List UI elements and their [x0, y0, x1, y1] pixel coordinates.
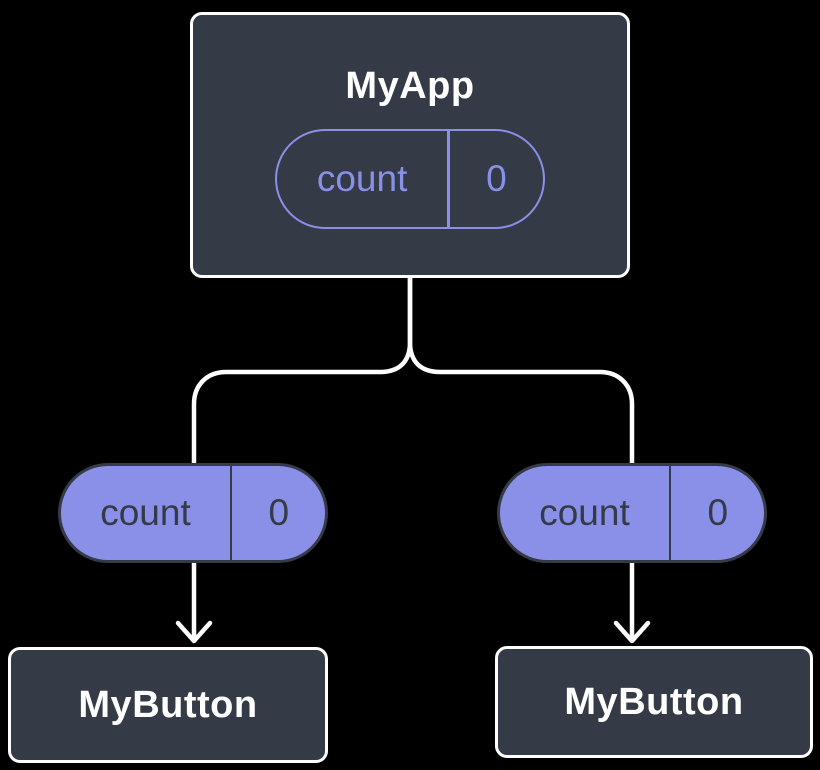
pill-divider [447, 131, 450, 227]
connector-right-branch [407, 275, 635, 469]
prop-pill-right: count 0 [497, 463, 767, 563]
state-value-label: 0 [486, 158, 507, 199]
state-name-label: count [316, 158, 408, 199]
prop-value-label: 0 [268, 492, 290, 533]
prop-name-label: count [539, 492, 630, 533]
myapp-node-title: MyApp [345, 65, 475, 107]
pill-divider [229, 466, 233, 560]
arrow-left-head [175, 620, 213, 644]
arrow-right-head [613, 620, 651, 644]
mybutton-node-title: MyButton [564, 680, 744, 723]
prop-name-label: count [100, 492, 191, 533]
myapp-state-pill: count 0 [275, 129, 545, 229]
myapp-node: MyApp count 0 [190, 12, 630, 278]
mybutton-node-right: MyButton [495, 646, 813, 758]
prop-pill-left: count 0 [58, 463, 328, 563]
prop-value-label: 0 [707, 492, 729, 533]
mybutton-node-left: MyButton [8, 647, 328, 763]
connector-left-branch [191, 275, 413, 469]
mybutton-node-title: MyButton [78, 683, 258, 726]
pill-divider [668, 466, 672, 560]
